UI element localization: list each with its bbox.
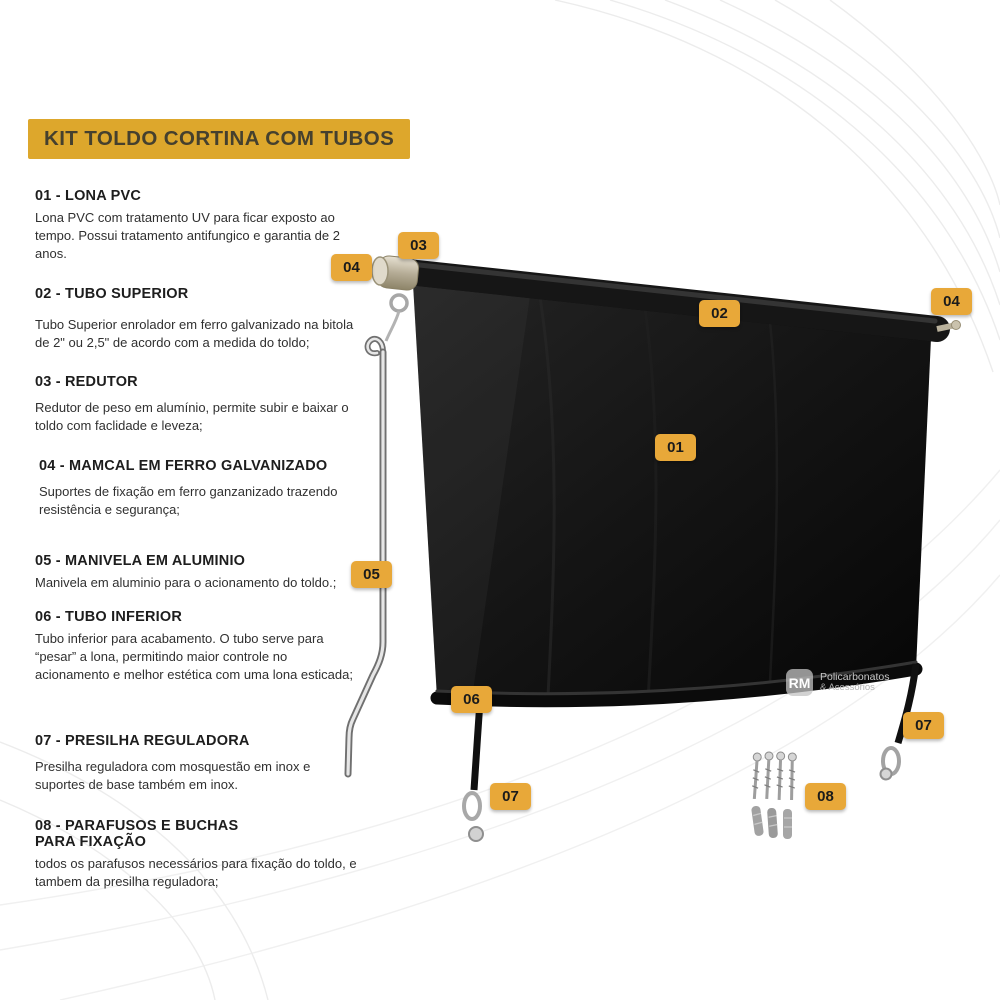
section-body-04: Suportes de fixação em ferro ganzanizado… <box>39 484 338 517</box>
badge-06-tubo-inferior: 06 <box>451 686 492 713</box>
section-heading-03: 03 - REDUTOR <box>35 374 138 390</box>
redutor-assembly <box>371 255 420 342</box>
section-heading-06: 06 - TUBO INFERIOR <box>35 609 182 625</box>
section-body-07: Presilha reguladora com mosquestão em in… <box>35 759 311 792</box>
rm-logo-mark: RM <box>786 669 813 696</box>
mamcal-support-right <box>936 320 961 332</box>
section-heading-05: 05 - MANIVELA EM ALUMINIO <box>35 553 246 569</box>
section-parafusos: 08 - PARAFUSOS E BUCHAS PARA FIXAÇÃO tod… <box>35 818 359 891</box>
section-body-08: todos os parafusos necessários para fixa… <box>35 856 357 889</box>
section-tubo-inferior: 06 - TUBO INFERIOR Tubo inferior para ac… <box>35 609 359 684</box>
page-title: KIT TOLDO CORTINA COM TUBOS <box>28 119 411 159</box>
badge-02-tubo-superior: 02 <box>699 300 740 327</box>
parafusos-buchas <box>751 751 797 839</box>
section-lona-pvc: 01 - LONA PVC Lona PVC com tratamento UV… <box>35 188 359 263</box>
badge-07-right: 07 <box>903 712 944 739</box>
section-body-06: Tubo inferior para acabamento. O tubo se… <box>35 631 353 682</box>
section-tubo-superior: 02 - TUBO SUPERIOR Tubo Superior enrolad… <box>35 286 359 352</box>
badge-03-redutor: 03 <box>398 232 439 259</box>
rm-logo-text: Policarbonatos & Acessórios <box>820 671 889 694</box>
tubo-inferior <box>430 660 923 708</box>
badge-04-right: 04 <box>931 288 972 315</box>
badge-08-parafusos: 08 <box>805 783 846 810</box>
section-body-03: Redutor de peso em alumínio, permite sub… <box>35 400 349 433</box>
badge-05-manivela: 05 <box>351 561 392 588</box>
section-mamcal: 04 - MAMCAL EM FERRO GALVANIZADO Suporte… <box>39 458 363 519</box>
section-heading-01: 01 - LONA PVC <box>35 188 141 204</box>
presilha-left <box>462 700 484 842</box>
tubo-superior <box>386 258 950 342</box>
section-heading-07: 07 - PRESILHA REGULADORA <box>35 733 250 749</box>
section-presilha: 07 - PRESILHA REGULADORA Presilha regula… <box>35 733 359 794</box>
rm-logo-line1: Policarbonatos <box>820 671 890 683</box>
badge-04-left: 04 <box>331 254 372 281</box>
section-heading-04: 04 - MAMCAL EM FERRO GALVANIZADO <box>39 458 328 474</box>
section-redutor: 03 - REDUTOR Redutor de peso em alumínio… <box>35 374 359 435</box>
section-heading-08: 08 - PARAFUSOS E BUCHAS PARA FIXAÇÃO <box>35 818 239 850</box>
section-manivela: 05 - MANIVELA EM ALUMINIO Manivela em al… <box>35 553 359 592</box>
manivela-crank <box>344 335 387 778</box>
badge-01-lona: 01 <box>655 434 696 461</box>
presilha-right <box>879 663 920 781</box>
section-body-02: Tubo Superior enrolador em ferro galvani… <box>35 317 354 350</box>
section-heading-02: 02 - TUBO SUPERIOR <box>35 286 189 302</box>
rm-brand-logo: RM Policarbonatos & Acessórios <box>786 669 889 696</box>
section-body-05: Manivela em aluminio para o acionamento … <box>35 575 337 590</box>
badge-07-left: 07 <box>490 783 531 810</box>
section-body-01: Lona PVC com tratamento UV para ficar ex… <box>35 210 340 261</box>
rm-logo-line2: & Acessórios <box>820 682 875 694</box>
lona-pvc-canvas <box>413 284 931 702</box>
